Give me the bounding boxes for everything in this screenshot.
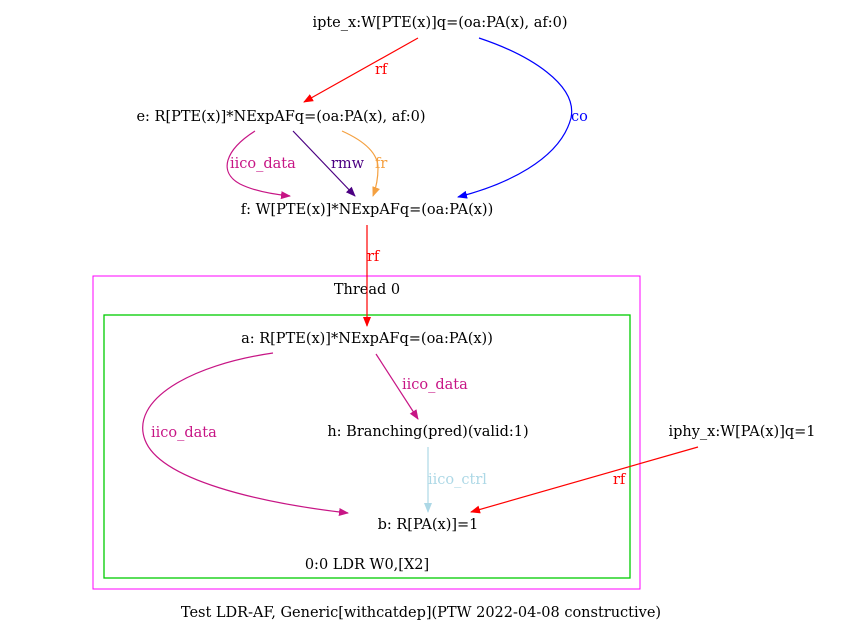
node-f: f: W[PTE(x)]*NExpAFq=(oa:PA(x))	[241, 202, 494, 218]
edge-label-e-to-f-iico-data: iico_data	[230, 156, 296, 172]
edge-label-e-to-f-rmw: rmw	[331, 156, 365, 172]
edge-e-to-f-rmw	[292, 130, 356, 197]
node-iphy-x: iphy_x:W[PA(x)]q=1	[668, 424, 815, 440]
edge-a-to-h-iico-data	[375, 353, 419, 420]
instruction-cluster	[103, 314, 631, 579]
node-h: h: Branching(pred)(valid:1)	[327, 424, 528, 440]
node-a: a: R[PTE(x)]*NExpAFq=(oa:PA(x))	[241, 331, 493, 347]
node-e: e: R[PTE(x)]*NExpAFq=(oa:PA(x), af:0)	[136, 109, 425, 125]
edge-e-to-f-iico-data	[226, 130, 291, 200]
edge-label-ipte-to-f: co	[571, 109, 588, 125]
node-b: b: R[PA(x)]=1	[378, 517, 479, 533]
edge-iphy-to-b-rf	[470, 446, 699, 514]
edge-label-e-to-f-fr: fr	[375, 156, 387, 172]
edge-label-f-to-a: rf	[367, 249, 381, 265]
edge-e-to-f-fr	[341, 130, 380, 197]
edge-a-to-b-iico-data	[142, 352, 349, 516]
edge-ipte-to-e-rf	[303, 37, 419, 103]
node-ipte-x: ipte_x:W[PTE(x)]q=(oa:PA(x), af:0)	[312, 15, 567, 31]
edge-label-h-to-b: iico_ctrl	[428, 472, 487, 488]
edge-label-iphy-to-b: rf	[613, 472, 627, 488]
edge-label-ipte-to-e: rf	[375, 62, 389, 78]
edge-label-a-to-h: iico_data	[402, 377, 468, 393]
edge-label-a-to-b: iico_data	[151, 425, 217, 441]
instruction-cluster-label: 0:0 LDR W0,[X2]	[305, 557, 429, 573]
edge-ipte-to-f-co	[457, 37, 573, 199]
graph-caption: Test LDR-AF, Generic[withcatdep](PTW 202…	[181, 605, 661, 621]
